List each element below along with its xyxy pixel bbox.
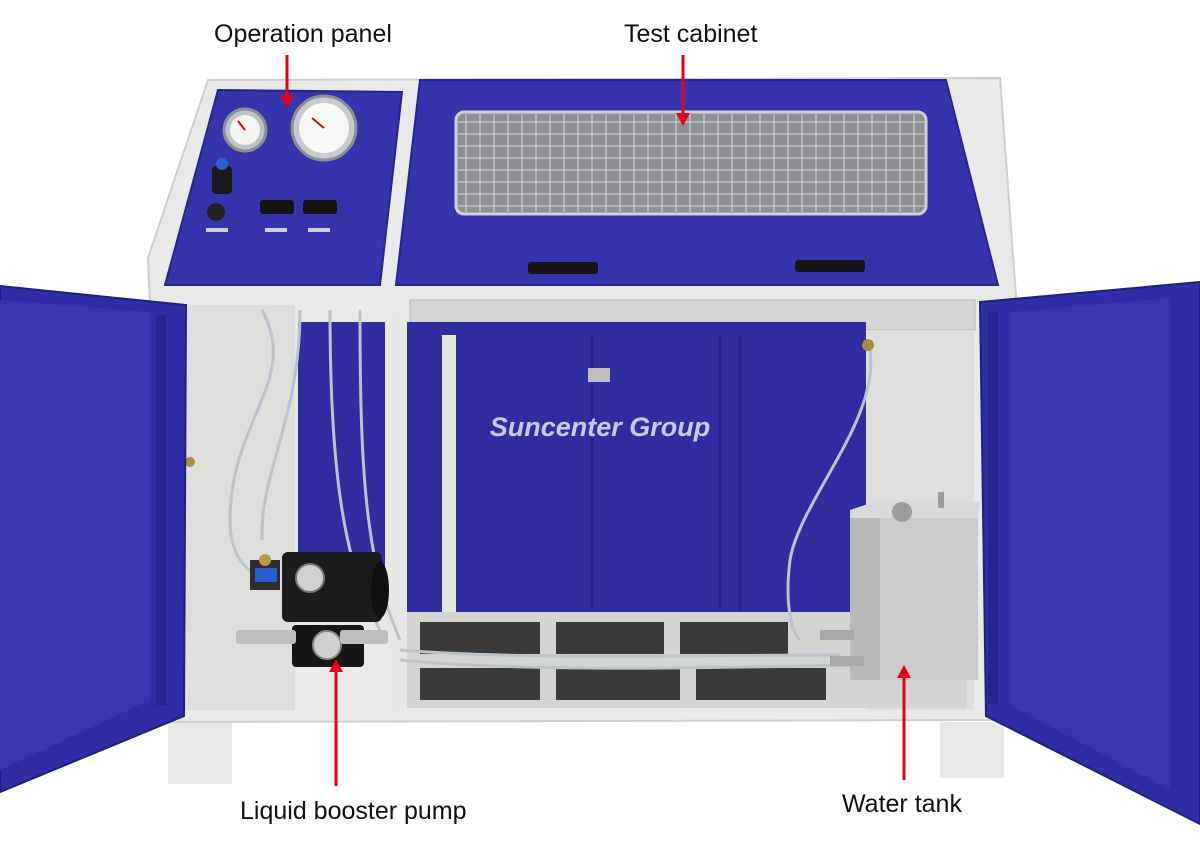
hoses — [228, 309, 873, 670]
large-pressure-gauge — [290, 94, 358, 162]
operation-panel-label: Operation panel — [214, 20, 392, 48]
right-door — [978, 280, 1200, 826]
lid-handle-right — [795, 260, 865, 272]
water-tank-label: Water tank — [842, 790, 962, 818]
right-foot — [940, 722, 1004, 778]
regulator-knob — [212, 158, 232, 194]
left-foot — [168, 722, 232, 784]
mesh-grid — [458, 114, 924, 212]
lid-handle-left — [528, 262, 598, 274]
small-pressure-gauge — [222, 107, 268, 153]
left-compartment — [180, 305, 295, 710]
liquid-booster-pump — [236, 552, 389, 667]
left-wall-fitting — [185, 457, 195, 467]
tank-inlet-fitting — [862, 339, 874, 351]
water-tank — [820, 492, 980, 680]
test-cabinet-label: Test cabinet — [624, 20, 758, 48]
center-post — [385, 305, 407, 715]
mesh-window — [454, 110, 928, 216]
left-door — [0, 284, 188, 794]
brand-watermark: Suncenter Group — [490, 412, 711, 442]
callout-arrows — [280, 55, 911, 786]
panel-valves — [206, 200, 337, 232]
liquid-booster-pump-label: Liquid booster pump — [240, 797, 467, 825]
back-door-latch — [588, 368, 610, 382]
